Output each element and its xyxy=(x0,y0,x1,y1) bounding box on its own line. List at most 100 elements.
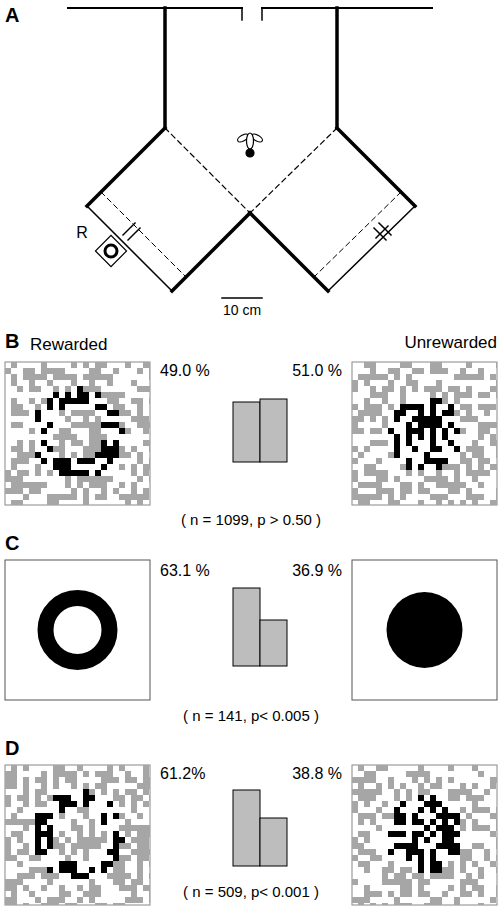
texture-cell xyxy=(358,783,364,789)
texture-cell xyxy=(107,398,113,404)
texture-cell xyxy=(101,476,107,482)
texture-cell xyxy=(436,873,442,879)
texture-cell xyxy=(418,855,424,861)
texture-cell xyxy=(412,404,418,410)
texture-cell xyxy=(490,861,496,867)
texture-cell xyxy=(460,861,466,867)
texture-cell xyxy=(119,813,125,819)
texture-cell xyxy=(448,404,454,410)
texture-cell xyxy=(59,843,65,849)
texture-cell xyxy=(65,434,71,440)
texture-cell xyxy=(113,398,119,404)
texture-cell xyxy=(125,855,131,861)
texture-cell xyxy=(418,470,424,476)
texture-cell xyxy=(388,861,394,867)
texture-cell xyxy=(5,795,11,801)
texture-cell xyxy=(5,488,11,494)
texture-cell xyxy=(370,482,376,488)
texture-cell xyxy=(406,771,412,777)
texture-cell xyxy=(5,368,11,374)
texture-cell xyxy=(47,879,53,885)
texture-cell xyxy=(59,494,65,500)
texture-cell xyxy=(101,789,107,795)
texture-cell xyxy=(448,843,454,849)
texture-cell xyxy=(41,885,47,891)
texture-cell xyxy=(460,849,466,855)
texture-cell xyxy=(370,855,376,861)
texture-cell xyxy=(436,500,442,505)
texture-cell xyxy=(424,452,430,458)
texture-cell xyxy=(41,362,47,368)
texture-cell xyxy=(376,825,382,831)
texture-cell xyxy=(77,422,83,428)
texture-cell xyxy=(352,789,358,795)
texture-cell xyxy=(101,440,107,446)
texture-cell xyxy=(382,398,388,404)
texture-cell xyxy=(358,819,364,825)
texture-cell xyxy=(388,879,394,885)
texture-cell xyxy=(71,398,77,404)
texture-cell xyxy=(95,452,101,458)
texture-cell xyxy=(364,482,370,488)
texture-cell xyxy=(388,452,394,458)
texture-cell xyxy=(89,380,95,386)
texture-cell xyxy=(418,765,424,771)
texture-cell xyxy=(394,879,400,885)
texture-cell xyxy=(143,422,149,428)
texture-cell xyxy=(83,789,89,795)
texture-cell xyxy=(448,789,454,795)
texture-cell xyxy=(17,849,23,855)
texture-cell xyxy=(394,831,400,837)
texture-cell xyxy=(41,873,47,879)
texture-cell xyxy=(149,825,150,831)
texture-cell xyxy=(352,494,358,500)
texture-cell xyxy=(436,362,442,368)
texture-cell xyxy=(41,801,47,807)
texture-cell xyxy=(370,849,376,855)
texture-cell xyxy=(358,777,364,783)
texture-cell xyxy=(59,440,65,446)
texture-cell xyxy=(364,470,370,476)
texture-cell xyxy=(442,476,448,482)
texture-cell xyxy=(418,464,424,470)
texture-cell xyxy=(125,362,131,368)
texture-cell xyxy=(400,404,406,410)
panel-letter: A xyxy=(5,4,19,26)
texture-cell xyxy=(101,464,107,470)
texture-cell xyxy=(65,777,71,783)
texture-cell xyxy=(454,488,460,494)
texture-cell xyxy=(412,813,418,819)
texture-cell xyxy=(448,777,454,783)
texture-cell xyxy=(448,795,454,801)
texture-cell xyxy=(71,801,77,807)
texture-cell xyxy=(107,801,113,807)
texture-cell xyxy=(5,879,11,885)
texture-cell xyxy=(113,903,119,905)
texture-cell xyxy=(125,777,131,783)
texture-cell xyxy=(65,470,71,476)
texture-cell xyxy=(418,488,424,494)
texture-cell xyxy=(376,783,382,789)
texture-cell xyxy=(388,380,394,386)
texture-cell xyxy=(496,494,497,500)
texture-cell xyxy=(65,482,71,488)
texture-cell xyxy=(113,843,119,849)
texture-cell xyxy=(454,789,460,795)
texture-cell xyxy=(53,500,59,505)
texture-cell xyxy=(47,843,53,849)
texture-cell xyxy=(442,494,448,500)
texture-cell xyxy=(364,464,370,470)
texture-cell xyxy=(101,446,107,452)
texture-cell xyxy=(119,765,125,771)
texture-cell xyxy=(143,428,149,434)
texture-cell xyxy=(65,458,71,464)
texture-cell xyxy=(394,410,400,416)
texture-cell xyxy=(394,903,400,905)
texture-cell xyxy=(394,897,400,903)
texture-cell xyxy=(47,831,53,837)
texture-cell xyxy=(388,867,394,873)
texture-cell xyxy=(376,470,382,476)
texture-cell xyxy=(400,386,406,392)
texture-cell xyxy=(5,903,11,905)
